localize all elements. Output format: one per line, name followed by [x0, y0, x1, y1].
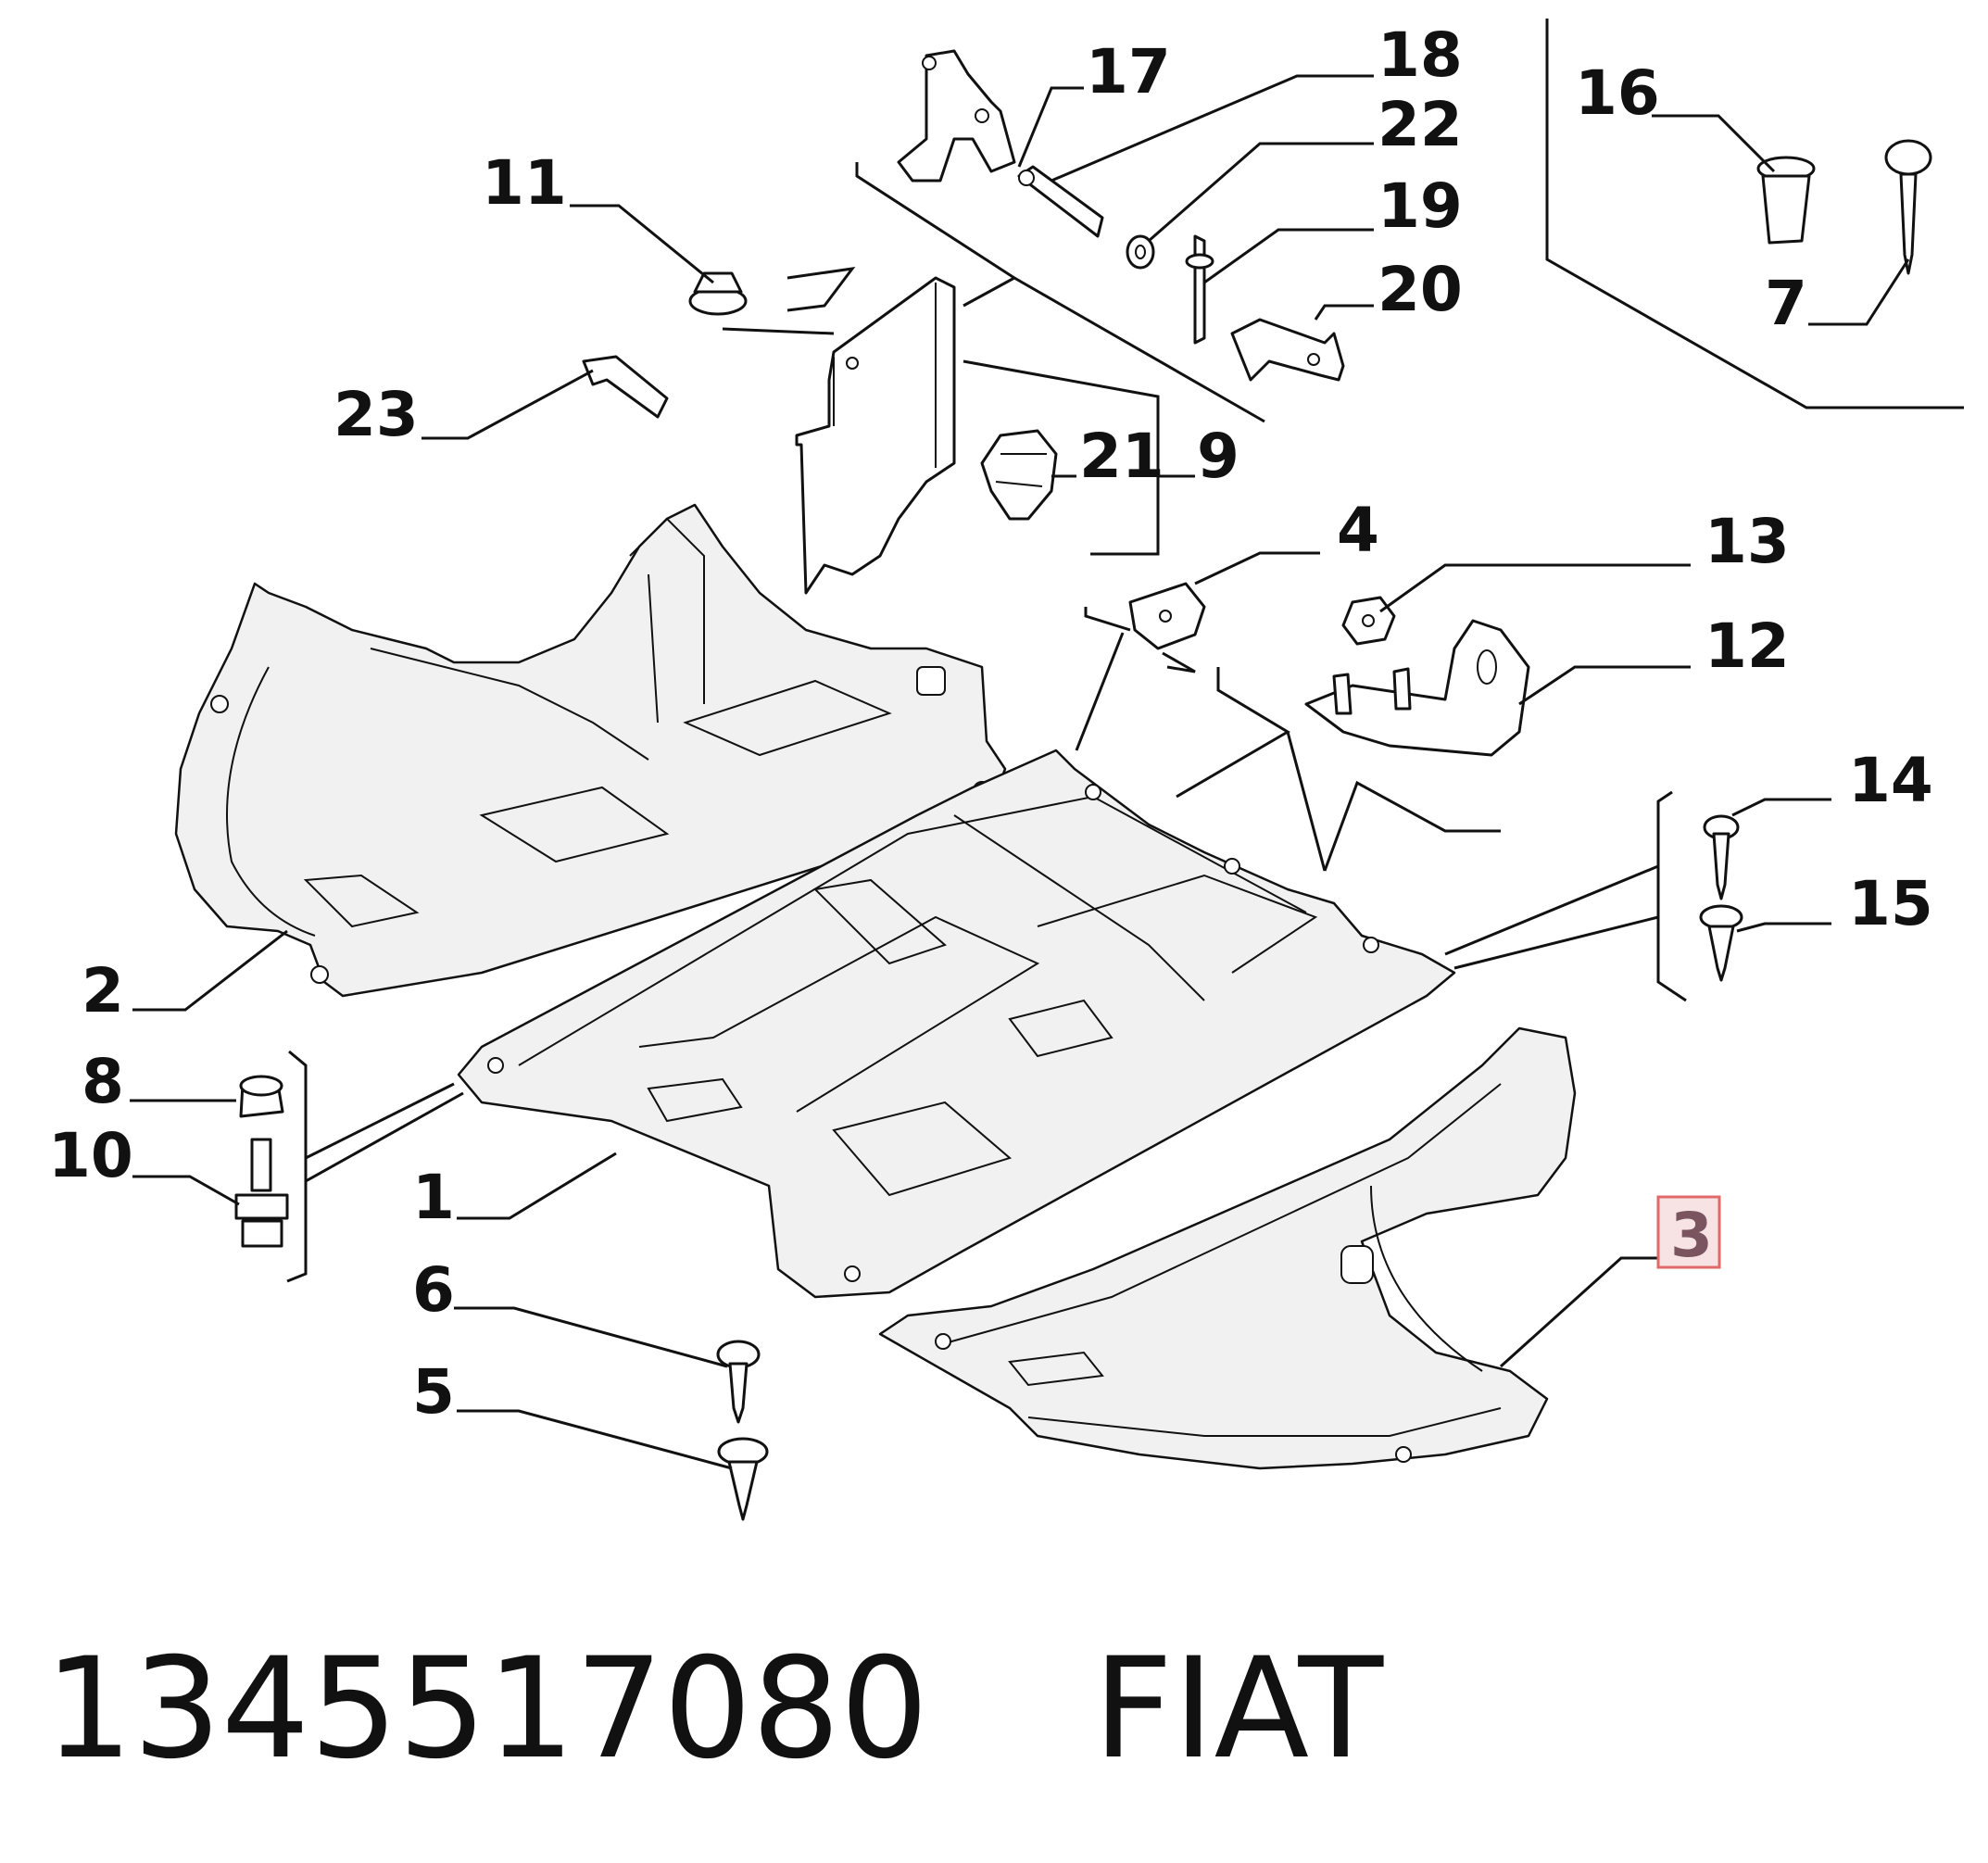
- leader-lines: [130, 19, 1964, 1470]
- callout-19: 19: [1378, 170, 1463, 242]
- part-13-nut: [1341, 596, 1396, 646]
- part-number: 1345517080: [44, 1629, 929, 1790]
- part-18-pin: [1017, 165, 1104, 238]
- part-9-bracket: [795, 276, 956, 595]
- part-4-clip-nut: [1128, 582, 1206, 650]
- callout-21: 21: [1079, 421, 1164, 492]
- callout-8: 8: [82, 1046, 124, 1117]
- callout-23: 23: [333, 379, 419, 450]
- callout-16: 16: [1575, 57, 1660, 129]
- part-5-push-rivet: [717, 1437, 769, 1521]
- part-11-nut: [688, 271, 748, 316]
- part-3-right-shield: [878, 1026, 1577, 1470]
- callout-4: 4: [1337, 495, 1379, 566]
- part-8-nut: [239, 1075, 284, 1118]
- callout-labels: 17 18 22 19 20 16 7 11 23 21 9 4 13 12 1…: [48, 19, 1933, 1428]
- callout-6: 6: [412, 1254, 455, 1326]
- callout-13: 13: [1705, 506, 1790, 577]
- part-10-bolt: [234, 1138, 289, 1248]
- callout-2: 2: [82, 955, 124, 1026]
- callout-20: 20: [1378, 254, 1463, 325]
- callout-5: 5: [412, 1356, 455, 1428]
- part-20-bracket: [1230, 318, 1345, 382]
- callout-10: 10: [48, 1120, 133, 1191]
- callout-7: 7: [1765, 268, 1807, 339]
- callout-17: 17: [1086, 36, 1171, 107]
- callout-22: 22: [1378, 89, 1463, 160]
- callout-1: 1: [412, 1162, 455, 1233]
- part-23-bolt: [582, 355, 669, 419]
- part-15-push-rivet: [1699, 904, 1743, 982]
- footer: 1345517080 FIAT: [44, 1630, 1897, 1788]
- part-12-bracket: [1304, 619, 1530, 757]
- part-14-screw: [1703, 814, 1740, 900]
- part-19-stud: [1185, 234, 1214, 345]
- part-2-left-shield: [174, 503, 1007, 998]
- callout-14: 14: [1848, 745, 1933, 816]
- part-22-washer: [1126, 234, 1155, 270]
- part-16-rivet-nut: [1756, 156, 1816, 245]
- callout-11: 11: [482, 147, 567, 219]
- part-6-screw: [716, 1340, 761, 1424]
- callout-15: 15: [1848, 868, 1933, 939]
- callout-3: 3: [1670, 1200, 1713, 1271]
- callout-18: 18: [1378, 19, 1463, 91]
- highlight-box: [1656, 1195, 1721, 1269]
- part-21-clip: [980, 429, 1058, 521]
- callout-12: 12: [1705, 611, 1790, 682]
- part-1-central-shield: [457, 749, 1456, 1299]
- part-17-bracket: [897, 49, 1016, 183]
- callout-9: 9: [1197, 421, 1239, 492]
- brand-name: FIAT: [1093, 1629, 1384, 1790]
- exploded-parts-diagram: 17 18 22 19 20 16 7 11 23 21 9 4 13 12 1…: [48, 19, 1964, 1521]
- part-7-screw: [1884, 139, 1932, 275]
